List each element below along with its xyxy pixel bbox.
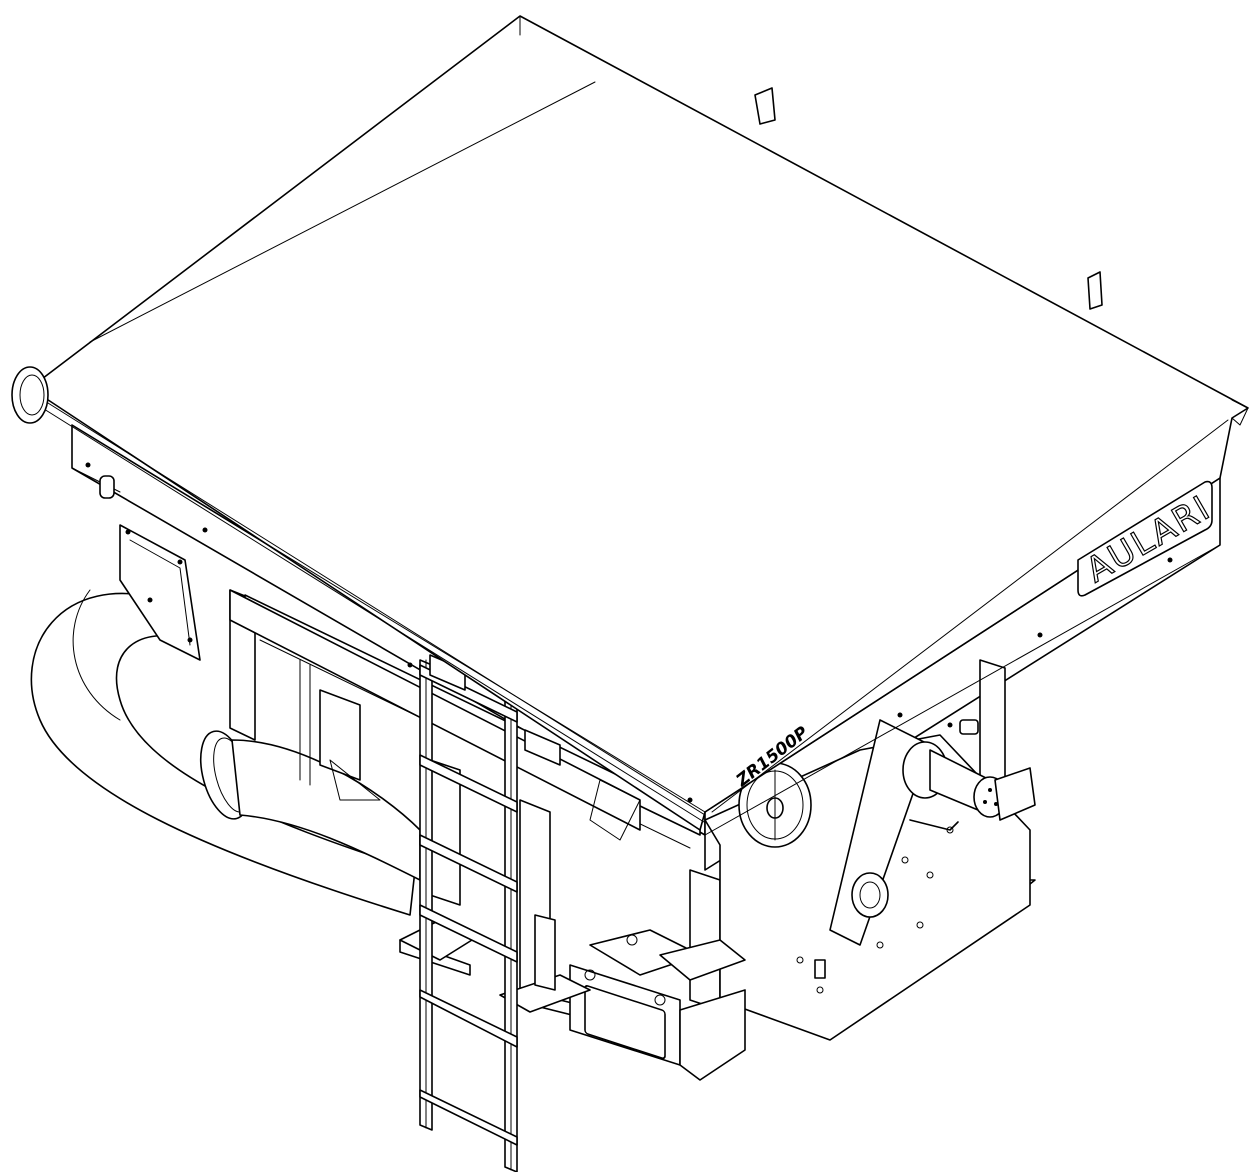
discharge-pipe	[30, 524, 421, 916]
access-ladder	[419, 654, 561, 1172]
hopper-cover	[11, 15, 1249, 836]
drive-mechanism	[704, 719, 1036, 1041]
edge-bolts	[85, 462, 1173, 803]
